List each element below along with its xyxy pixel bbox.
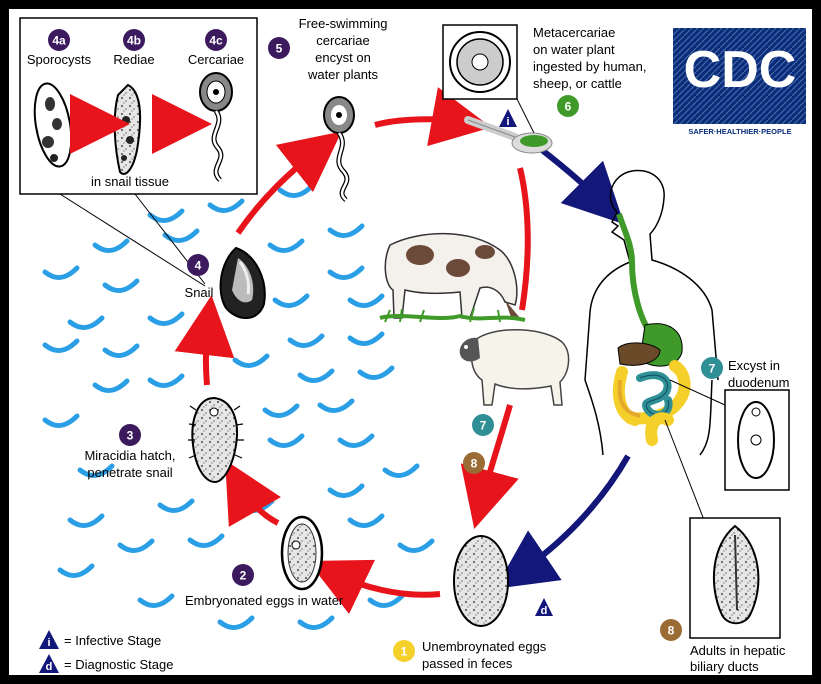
embryonated-egg-illustration bbox=[282, 517, 322, 589]
svg-text:d: d bbox=[541, 605, 548, 617]
svg-text:SAFER·HEALTHIER·PEOPLE: SAFER·HEALTHIER·PEOPLE bbox=[688, 127, 791, 136]
badge-8-animal: 8 bbox=[463, 452, 485, 474]
svg-text:Miracidia hatch,: Miracidia hatch, bbox=[84, 448, 175, 463]
svg-text:3: 3 bbox=[127, 429, 134, 443]
svg-text:sheep, or cattle: sheep, or cattle bbox=[533, 76, 622, 91]
svg-text:on water plant: on water plant bbox=[533, 42, 615, 57]
svg-text:i: i bbox=[47, 637, 50, 649]
svg-text:water plants: water plants bbox=[307, 67, 379, 82]
badge-3: 3 bbox=[119, 424, 141, 446]
svg-text:d: d bbox=[46, 661, 53, 673]
svg-text:6: 6 bbox=[565, 100, 572, 114]
badge-5: 5 bbox=[268, 37, 290, 59]
badge-4b: 4b bbox=[123, 29, 145, 51]
svg-text:encyst on: encyst on bbox=[315, 50, 371, 65]
badge-6: 6 bbox=[557, 95, 579, 117]
svg-text:4a: 4a bbox=[52, 34, 66, 48]
badge-4: 4 bbox=[187, 254, 209, 276]
svg-text:7: 7 bbox=[709, 362, 716, 376]
unembryonated-egg-illustration bbox=[454, 536, 508, 626]
svg-text:CDC: CDC bbox=[684, 41, 797, 99]
label-embryonated-eggs: Embryonated eggs in water bbox=[185, 593, 344, 608]
badge-1: 1 bbox=[393, 640, 415, 662]
svg-text:8: 8 bbox=[668, 624, 675, 638]
svg-text:cercariae: cercariae bbox=[316, 33, 369, 48]
badge-8: 8 bbox=[660, 619, 682, 641]
badge-4a: 4a bbox=[48, 29, 70, 51]
svg-text:1: 1 bbox=[401, 645, 408, 659]
svg-text:4c: 4c bbox=[209, 34, 223, 48]
badge-4c: 4c bbox=[205, 29, 227, 51]
legend-diagnostic-label: = Diagnostic Stage bbox=[64, 657, 173, 672]
label-sporocysts: Sporocysts bbox=[27, 52, 92, 67]
svg-text:4: 4 bbox=[195, 259, 202, 273]
label-rediae: Rediae bbox=[113, 52, 154, 67]
badge-2: 2 bbox=[232, 564, 254, 586]
svg-text:biliary ducts: biliary ducts bbox=[690, 659, 759, 674]
badge-7-animal: 7 bbox=[472, 414, 494, 436]
svg-text:Free-swimming: Free-swimming bbox=[299, 16, 388, 31]
cdc-logo: CDC SAFER·HEALTHIER·PEOPLE bbox=[673, 28, 806, 136]
svg-text:duodenum: duodenum bbox=[728, 375, 789, 390]
badge-7: 7 bbox=[701, 357, 723, 379]
svg-text:2: 2 bbox=[240, 569, 247, 583]
svg-text:5: 5 bbox=[276, 42, 283, 56]
svg-text:Metacercariae: Metacercariae bbox=[533, 25, 615, 40]
svg-text:Excyst in: Excyst in bbox=[728, 358, 780, 373]
arrow-miracidia-to-snail bbox=[206, 325, 208, 385]
svg-text:i: i bbox=[506, 116, 509, 128]
svg-text:ingested by human,: ingested by human, bbox=[533, 59, 646, 74]
svg-text:Unembroynated eggs: Unembroynated eggs bbox=[422, 639, 547, 654]
svg-text:passed in feces: passed in feces bbox=[422, 656, 513, 671]
legend-infective-label: = Infective Stage bbox=[64, 633, 161, 648]
svg-text:7: 7 bbox=[480, 419, 487, 433]
svg-text:8: 8 bbox=[471, 457, 478, 471]
label-snail: Snail bbox=[185, 285, 214, 300]
svg-text:Adults in hepatic: Adults in hepatic bbox=[690, 643, 786, 658]
svg-text:4b: 4b bbox=[127, 34, 141, 48]
label-cercariae: Cercariae bbox=[188, 52, 244, 67]
label-in-snail-tissue: in snail tissue bbox=[91, 174, 169, 189]
svg-text:penetrate snail: penetrate snail bbox=[87, 465, 172, 480]
